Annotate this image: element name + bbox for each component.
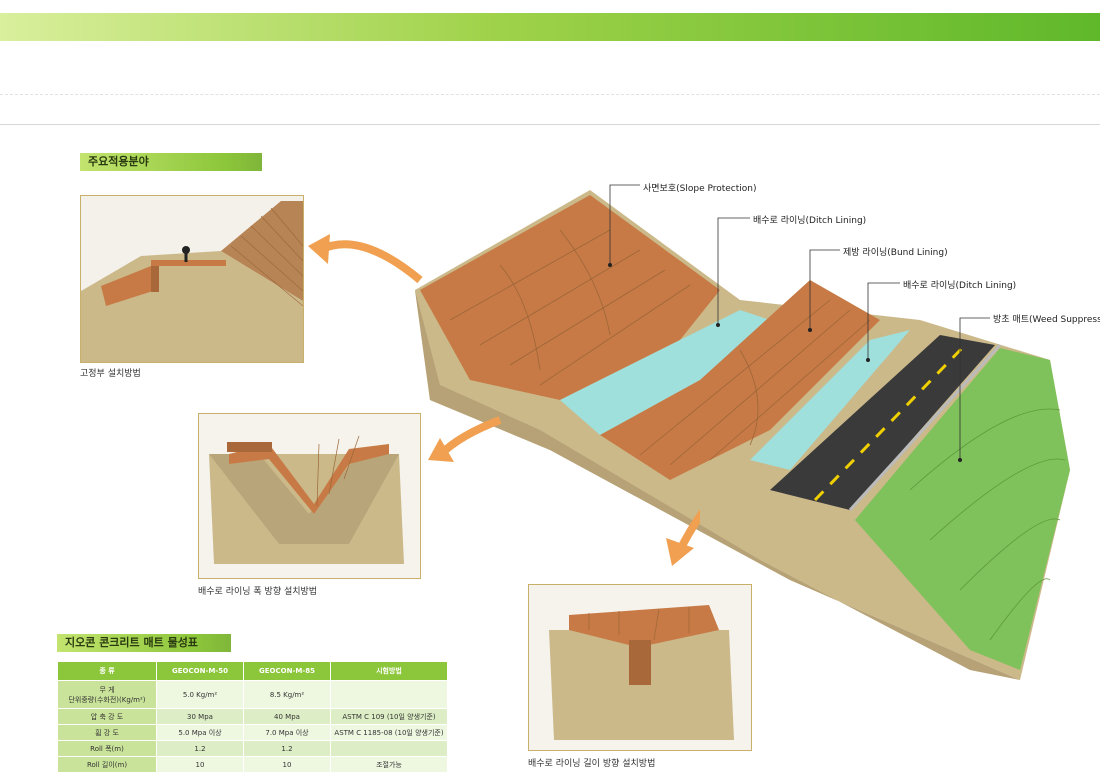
table-cell: 8.5 Kg/m²	[243, 680, 331, 709]
guardrail	[848, 343, 1002, 512]
table-cell: 무 게 단위중량(수화전)(Kg/m²)	[57, 680, 157, 709]
ditch-water-right	[750, 330, 910, 470]
table-cell: ASTM C 1185-08 (10일 양생기준)	[330, 724, 448, 741]
weed-suppression-mat	[855, 348, 1070, 670]
length-install-illustration	[528, 584, 752, 751]
table-header: 시험방법	[330, 661, 448, 681]
anchor-install-drawing	[81, 196, 303, 362]
table-cell: Roll 폭(m)	[57, 740, 157, 757]
table-cell: 1.2	[243, 740, 331, 757]
row-label-bottom: 단위중량(수화전)(Kg/m²)	[68, 695, 146, 704]
applications-section-title: 주요적용분야	[80, 153, 262, 171]
table-cell: 조절가능	[330, 756, 448, 773]
table-row: Roll 길이(m) 10 10 조절가능	[57, 756, 448, 773]
row-label-top: 무 게	[99, 685, 115, 694]
table-cell: ASTM C 109 (10일 양생기준)	[330, 708, 448, 725]
width-install-caption: 배수로 라이닝 폭 방향 설치방법	[198, 587, 318, 597]
table-row: 휨 강 도 5.0 Mpa 이상 7.0 Mpa 이상 ASTM C 1185-…	[57, 724, 448, 741]
properties-table: 종 류 GEOCON-M-50 GEOCON-M-85 시험방법 무 게 단위중…	[57, 661, 448, 773]
table-row: Roll 폭(m) 1.2 1.2	[57, 740, 448, 757]
slope-protection-mat	[420, 195, 720, 400]
ditch-water-left	[560, 310, 770, 435]
length-install-drawing	[529, 585, 751, 750]
table-cell	[330, 680, 448, 709]
callout-ditch-lining-2: 배수로 라이닝(Ditch Lining)	[903, 281, 1017, 291]
road	[770, 335, 995, 510]
direction-arrows	[308, 234, 700, 566]
table-header: 종 류	[57, 661, 157, 681]
properties-section-title: 지오콘 콘크리트 매트 물성표	[57, 634, 231, 652]
callout-bund-lining: 제방 라이닝(Bund Lining)	[843, 248, 948, 258]
table-cell: 30 Mpa	[156, 708, 244, 725]
table-cell	[330, 740, 448, 757]
width-install-drawing	[199, 414, 420, 578]
application-cross-section	[415, 184, 1070, 680]
length-install-caption: 배수로 라이닝 길이 방향 설치방법	[528, 759, 656, 769]
table-cell: 5.0 Kg/m²	[156, 680, 244, 709]
dotted-divider	[0, 94, 1100, 95]
table-cell: 7.0 Mpa 이상	[243, 724, 331, 741]
anchor-install-caption: 고정부 설치방법	[80, 369, 141, 379]
table-header: GEOCON-M-85	[243, 661, 331, 681]
table-cell: Roll 길이(m)	[57, 756, 157, 773]
table-header-row: 종 류 GEOCON-M-50 GEOCON-M-85 시험방법	[57, 661, 448, 681]
width-install-illustration	[198, 413, 421, 579]
table-header: GEOCON-M-50	[156, 661, 244, 681]
anchor-install-illustration	[80, 195, 304, 363]
callout-slope-protection: 사면보호(Slope Protection)	[643, 184, 757, 194]
callout-weed-suppression: 방초 매트(Weed Suppress	[993, 315, 1100, 325]
top-banner	[0, 13, 1100, 41]
callout-ditch-lining-1: 배수로 라이닝(Ditch Lining)	[753, 216, 867, 226]
table-cell: 5.0 Mpa 이상	[156, 724, 244, 741]
table-cell: 휨 강 도	[57, 724, 157, 741]
table-row: 압 축 강 도 30 Mpa 40 Mpa ASTM C 109 (10일 양생…	[57, 708, 448, 725]
table-row: 무 게 단위중량(수화전)(Kg/m²) 5.0 Kg/m² 8.5 Kg/m²	[57, 680, 448, 709]
table-cell: 1.2	[156, 740, 244, 757]
table-cell: 10	[156, 756, 244, 773]
table-cell: 10	[243, 756, 331, 773]
table-cell: 압 축 강 도	[57, 708, 157, 725]
header-rule	[0, 124, 1100, 125]
table-cell: 40 Mpa	[243, 708, 331, 725]
